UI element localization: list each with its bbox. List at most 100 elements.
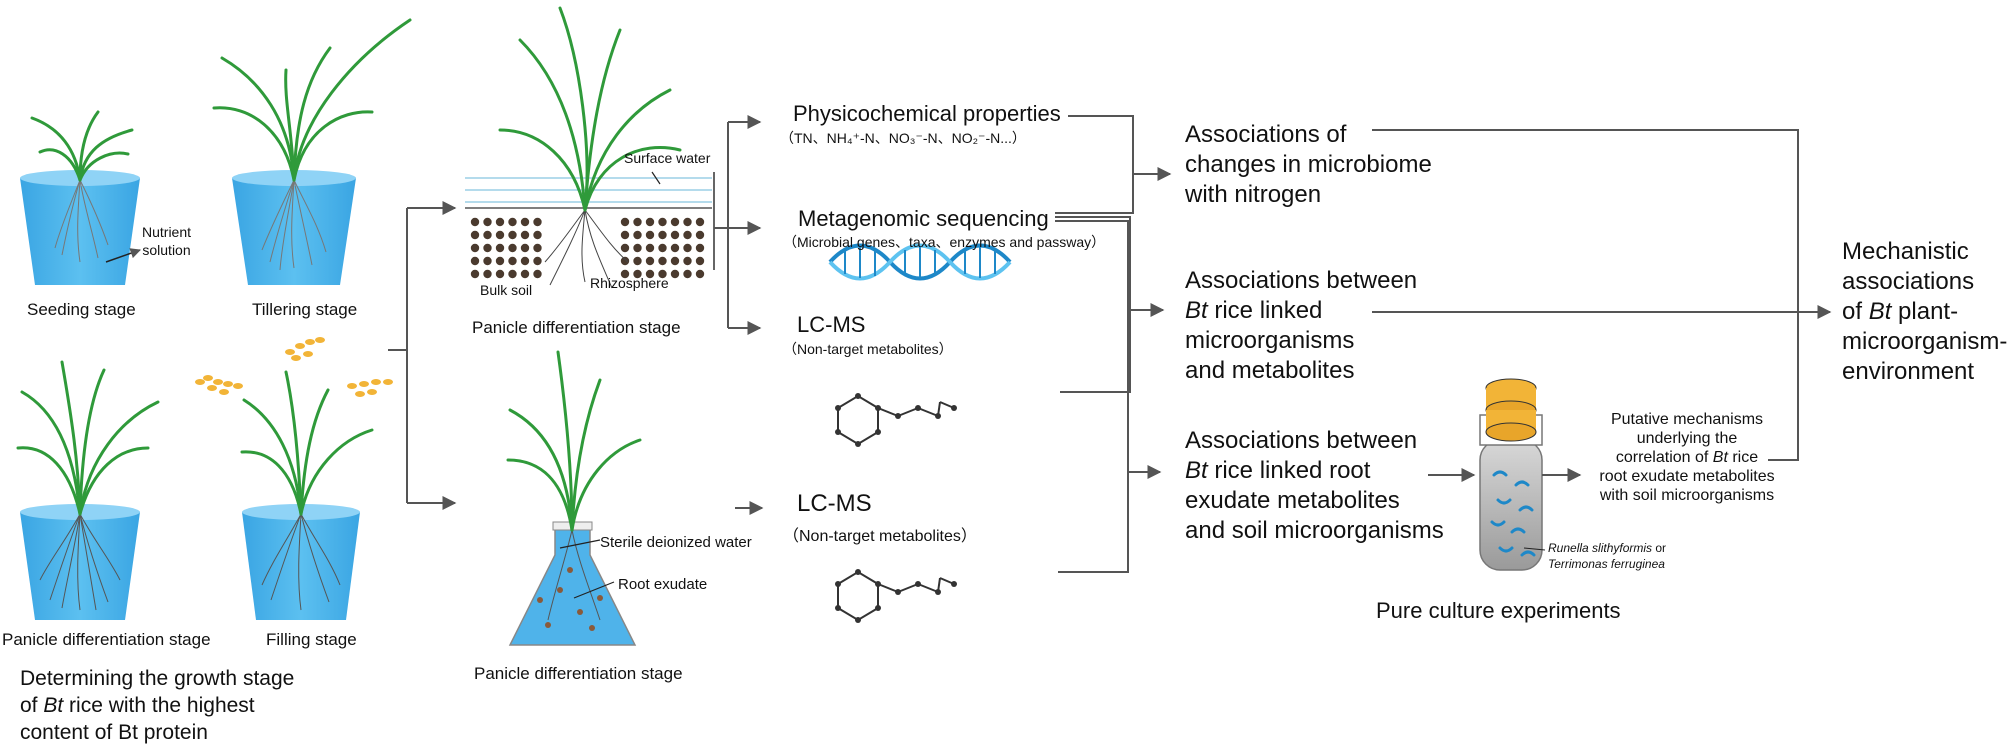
soil-particle xyxy=(520,269,530,279)
soil-particle xyxy=(508,243,517,253)
species-label: Runella slithyformis or Terrimonas ferru… xyxy=(1548,540,1666,572)
species-line1: Runella slithyformis or xyxy=(1548,540,1666,556)
molecule-structure-2 xyxy=(835,569,957,623)
soil-cross-section xyxy=(465,6,715,289)
connectors xyxy=(388,115,1832,573)
soil-particle xyxy=(633,217,642,227)
soil-particle xyxy=(670,217,680,227)
final-plant: plant- xyxy=(1891,298,1959,325)
putative-line1: Putative mechanisms xyxy=(1610,411,1764,428)
label-filling-stage: Filling stage xyxy=(266,630,357,649)
soil-particle xyxy=(508,256,517,266)
dna-helix xyxy=(828,243,1012,281)
species-or: or xyxy=(1652,541,1667,555)
putative-corr: correlation of xyxy=(1615,449,1713,466)
label-bulk-soil: Bulk soil xyxy=(480,282,533,298)
soil-particle xyxy=(683,217,692,227)
label-determining-line1: Determining the growth stage xyxy=(20,667,295,690)
soil-particle xyxy=(695,256,705,266)
label-determining: Determining the growth stage of Bt rice … xyxy=(20,665,294,746)
nutrient-pointer xyxy=(105,248,141,263)
label-tillering-stage: Tillering stage xyxy=(252,300,358,319)
assoc3-rice: rice linked root xyxy=(1207,457,1371,484)
assoc2-line2: Bt rice linked xyxy=(1185,296,1417,326)
soil-particle xyxy=(470,217,480,227)
soil-particle xyxy=(508,269,517,279)
determining-rest: rice with the highest xyxy=(63,694,255,717)
soil-particle xyxy=(508,230,517,240)
soil-particle xyxy=(495,217,505,227)
soil-particle xyxy=(683,230,692,240)
final-line5: environment xyxy=(1842,358,1975,385)
soil-particle xyxy=(620,243,630,253)
culture-tube xyxy=(1479,378,1546,571)
label-root-exudate: Root exudate xyxy=(618,576,708,593)
soil-particle xyxy=(695,243,705,253)
soil-particle xyxy=(470,269,480,279)
soil-particle xyxy=(633,230,642,240)
pot-filling xyxy=(195,337,393,620)
method-meta-title: Metagenomic sequencing xyxy=(798,206,1049,231)
association-root-exudate: Associations between Bt rice linked root… xyxy=(1185,426,1444,546)
soil-particle xyxy=(683,269,692,279)
method-lcms2-title: LC-MS xyxy=(797,490,872,517)
assoc3-line3: exudate metabolites xyxy=(1185,487,1400,514)
assoc2-line1: Associations between xyxy=(1185,267,1418,294)
final-line3: of Bt plant- xyxy=(1842,297,2007,327)
soil-particle xyxy=(520,256,530,266)
assoc2-line4: and metabolites xyxy=(1185,357,1355,384)
method-lcms1-sub: （Non-target metabolites） xyxy=(783,341,953,357)
soil-particle xyxy=(620,256,630,266)
putative-bt: Bt xyxy=(1712,449,1728,466)
soil-particle xyxy=(483,269,492,279)
method-physchem-sub: （TN、NH₄⁺-N、NO₃⁻-N、NO₂⁻-N...） xyxy=(780,130,1026,146)
label-nutrient: Nutrient solution xyxy=(142,223,191,259)
assoc2-rice: rice linked xyxy=(1207,297,1323,324)
soil-particle xyxy=(520,243,530,253)
soil-particle xyxy=(645,256,655,266)
final-outcome: Mechanistic associations of Bt plant- mi… xyxy=(1842,237,2007,387)
method-lcms2-sub: （Non-target metabolites） xyxy=(783,528,977,545)
determining-of: of xyxy=(20,694,44,717)
species-runella: Runella slithyformis xyxy=(1548,541,1653,555)
assoc2-line3: microorganisms xyxy=(1185,327,1355,354)
soil-particle xyxy=(633,243,642,253)
soil-particle xyxy=(483,230,492,240)
soil-particle xyxy=(658,230,667,240)
soil-particle xyxy=(658,217,667,227)
soil-particle xyxy=(470,230,480,240)
assoc3-bt: Bt xyxy=(1185,457,1208,484)
putative-rice: rice xyxy=(1727,449,1759,466)
label-surface-water: Surface water xyxy=(624,150,711,166)
soil-particle xyxy=(533,230,542,240)
soil-particle xyxy=(495,230,505,240)
soil-particle xyxy=(470,256,480,266)
label-determining-line3: content of Bt protein xyxy=(20,721,208,744)
final-bt: Bt xyxy=(1868,298,1892,325)
flask-illustration xyxy=(506,350,642,646)
putative-line5: with soil microorganisms xyxy=(1599,487,1775,504)
soil-particle xyxy=(495,243,505,253)
soil-particle xyxy=(520,217,530,227)
soil-particle xyxy=(683,256,692,266)
assoc3-line1: Associations between xyxy=(1185,427,1418,454)
soil-particle xyxy=(645,230,655,240)
pot-seeding xyxy=(20,110,140,285)
soil-particle xyxy=(633,269,642,279)
soil-particle xyxy=(645,269,655,279)
assoc1-line1: Associations of xyxy=(1185,121,1347,148)
soil-particle xyxy=(495,256,505,266)
label-panicle-stage-mid-bottom: Panicle differentiation stage xyxy=(474,664,683,683)
molecule-structure-1 xyxy=(835,393,957,447)
determining-bt: Bt xyxy=(43,694,64,717)
final-line1: Mechanistic xyxy=(1842,238,1969,265)
method-meta-sub: （Microbial genes、taxa、enzymes and passwa… xyxy=(783,234,1106,250)
soil-particle xyxy=(670,243,680,253)
assoc3-line4: and soil microorganisms xyxy=(1185,517,1444,544)
soil-particle xyxy=(670,256,680,266)
soil-particle xyxy=(533,217,542,227)
soil-particle xyxy=(620,230,630,240)
final-of: of xyxy=(1842,298,1869,325)
soil-particle xyxy=(645,217,655,227)
